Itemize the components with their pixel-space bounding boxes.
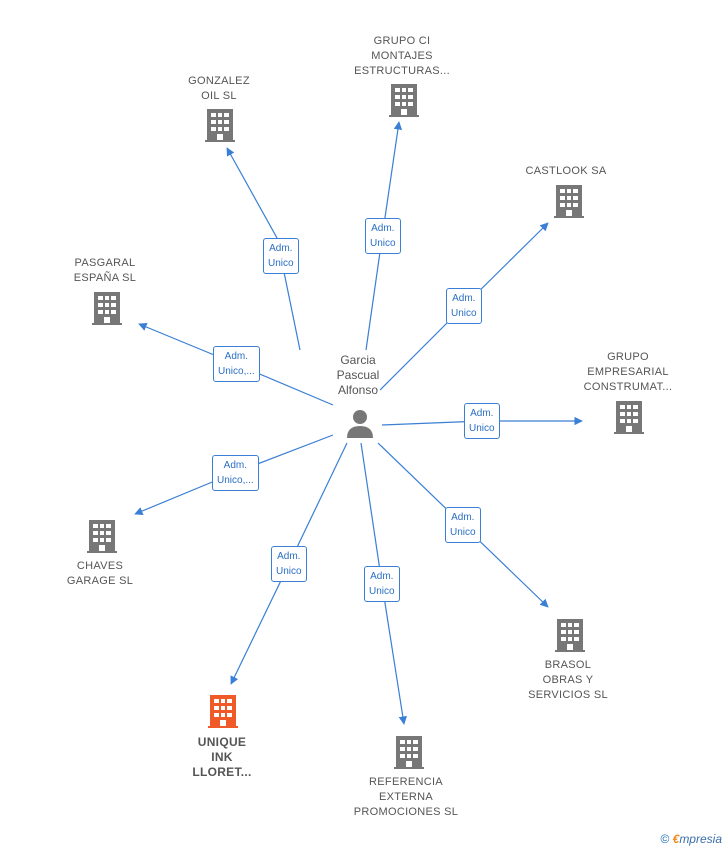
person-icon xyxy=(347,410,373,438)
relation-label-gonzalez: Adm. Unico xyxy=(263,238,299,274)
building-icon[interactable] xyxy=(389,84,419,117)
company-label-chaves[interactable]: CHAVES GARAGE SL xyxy=(66,560,134,587)
company-label-grupo-emp[interactable]: GRUPO EMPRESARIAL CONSTRUMAT... xyxy=(583,351,673,393)
brand-name: mpresia xyxy=(679,832,722,846)
center-person-label[interactable]: Garcia Pascual Alfonso xyxy=(336,353,380,397)
footer-brand: © €mpresia xyxy=(660,832,722,846)
relation-label-castlook: Adm. Unico xyxy=(446,288,482,324)
relation-label-grupo-ci: Adm. Unico xyxy=(365,218,401,254)
company-label-castlook[interactable]: CASTLOOK SA xyxy=(525,165,607,177)
brand-logo-letter: € xyxy=(672,832,680,846)
building-icon[interactable] xyxy=(87,520,117,553)
building-icon[interactable] xyxy=(554,185,584,218)
building-icon[interactable] xyxy=(92,292,122,325)
company-label-brasol[interactable]: BRASOL OBRAS Y SERVICIOS SL xyxy=(528,659,608,701)
building-icon[interactable] xyxy=(614,401,644,434)
relation-label-unique: Adm. Unico xyxy=(271,546,307,582)
relation-label-referencia: Adm. Unico xyxy=(364,566,400,602)
relation-label-grupo-emp: Adm. Unico xyxy=(464,403,500,439)
building-icon[interactable] xyxy=(208,695,238,728)
company-label-grupo-ci[interactable]: GRUPO CI MONTAJES ESTRUCTURAS... xyxy=(354,35,450,77)
copyright-symbol: © xyxy=(660,832,670,846)
building-icon[interactable] xyxy=(394,736,424,769)
company-label-referencia[interactable]: REFERENCIA EXTERNA PROMOCIONES SL xyxy=(353,776,459,818)
relation-label-brasol: Adm. Unico xyxy=(445,507,481,543)
company-label-unique[interactable]: UNIQUE INK LLORET... xyxy=(192,735,252,779)
company-label-pasgaral[interactable]: PASGARAL ESPAÑA SL xyxy=(73,257,137,284)
company-label-gonzalez[interactable]: GONZALEZ OIL SL xyxy=(188,75,250,102)
building-icon[interactable] xyxy=(205,109,235,142)
building-icon[interactable] xyxy=(555,619,585,652)
relation-label-pasgaral: Adm. Unico,... xyxy=(213,346,260,382)
relation-label-chaves: Adm. Unico,... xyxy=(212,455,259,491)
